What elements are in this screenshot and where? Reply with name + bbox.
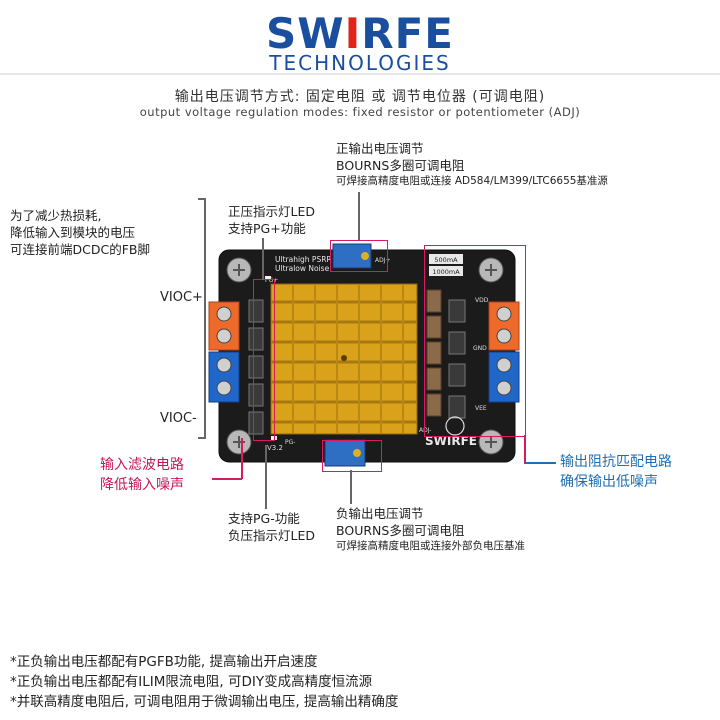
label-1000ma: 1000mA — [432, 268, 460, 276]
reduce-heat-line3: 可连接前端DCDC的FB脚 — [10, 242, 150, 257]
vioc-bracket — [204, 198, 206, 438]
input-filter-box — [253, 279, 275, 441]
note-pgfb: *正负输出电压都配有PGFB功能, 提高输出开启速度 — [10, 654, 318, 670]
brand-logo: SWIRFE — [0, 12, 720, 56]
input-filter-title: 输入滤波电路 — [100, 457, 184, 473]
neg-potentiometer — [324, 439, 366, 467]
pos-adjust-callout: 正输出电压调节 BOURNS多圈可调电阻 可焊接高精度电阻或连接 AD584/L… — [336, 140, 608, 189]
pg-minus-title: 支持PG-功能 — [228, 511, 300, 526]
pg-minus-leader — [265, 445, 267, 509]
neg-adjust-title: 负输出电压调节 — [336, 506, 424, 521]
input-filter-callout: 输入滤波电路 降低输入噪声 — [100, 455, 184, 495]
pg-plus-callout: 正压指示灯LED 支持PG+功能 — [228, 203, 315, 237]
pg-minus-callout: 支持PG-功能 负压指示灯LED — [228, 510, 315, 544]
label-500ma: 500mA — [434, 256, 458, 264]
pcb-board-image: 500mA 1000mA Ultrahigh PSRR Ultralow Noi… — [208, 243, 520, 467]
page-title-cn: 输出电压调节方式: 固定电阻 或 调节电位器 (可调电阻) — [174, 89, 546, 105]
silk-noise: Ultralow Noise — [275, 264, 330, 273]
silk-adj-plus: ADJ+ — [375, 257, 391, 264]
pos-adjust-title: 正输出电压调节 — [336, 141, 424, 156]
reduce-heat-line2: 降低输入到模块的电压 — [10, 225, 136, 240]
neg-pot-box — [322, 440, 382, 472]
output-match-leader — [524, 462, 556, 464]
pos-adjust-note: 可焊接高精度电阻或连接 AD584/LM399/LTC6655基准源 — [336, 175, 608, 187]
pos-adjust-leader — [358, 192, 360, 240]
output-match-box — [424, 245, 526, 437]
input-filter-leader-v — [241, 438, 243, 479]
silk-pg-minus: PG- — [285, 439, 295, 446]
pg-plus-leader — [262, 238, 264, 280]
neg-adjust-part: BOURNS多圈可调电阻 — [336, 523, 465, 538]
neg-adjust-note: 可焊接高精度电阻或连接外部负电压基准 — [336, 540, 525, 552]
brand-subtitle: TECHNOLOGIES — [269, 51, 451, 75]
pos-adjust-part: BOURNS多圈可调电阻 — [336, 158, 465, 173]
vioc-minus-label: VIOC- — [160, 411, 197, 426]
reduce-heat-callout: 为了减少热损耗, 降低输入到模块的电压 可连接前端DCDC的FB脚 — [10, 207, 150, 258]
header-divider — [0, 73, 720, 75]
output-match-title: 输出阻抗匹配电路 — [560, 454, 672, 470]
pg-minus-desc: 负压指示灯LED — [228, 528, 315, 543]
led-pg-plus — [265, 276, 271, 280]
brand-name-i: I — [344, 9, 362, 58]
neg-adjust-callout: 负输出电压调节 BOURNS多圈可调电阻 可焊接高精度电阻或连接外部负电压基准 — [336, 505, 525, 554]
output-match-desc: 确保输出低噪声 — [560, 474, 658, 490]
pos-pot-box — [330, 240, 388, 272]
input-filter-desc: 降低输入噪声 — [100, 477, 184, 493]
pg-plus-desc: 支持PG+功能 — [228, 221, 306, 236]
reduce-heat-line1: 为了减少热损耗, — [10, 208, 102, 223]
output-match-callout: 输出阻抗匹配电路 确保输出低噪声 — [560, 452, 672, 492]
brand-name-part2: RFE — [361, 9, 454, 58]
vioc-plus-label: VIOC+ — [160, 290, 203, 305]
silk-brand: SWIRFE — [425, 434, 477, 448]
page-title-en: output voltage regulation modes: fixed r… — [139, 105, 581, 119]
feature-notes: *正负输出电压都配有PGFB功能, 提高输出开启速度 *正负输出电压都配有ILI… — [10, 652, 398, 712]
silk-gnd: GND — [473, 345, 487, 352]
input-filter-leader-h — [212, 478, 242, 480]
pg-plus-title: 正压指示灯LED — [228, 204, 315, 219]
note-ilim: *正负输出电压都配有ILIM限流电阻, 可DIY变成高精度恒流源 — [10, 674, 373, 690]
brand-name-part1: SW — [266, 9, 345, 58]
silk-psrr: Ultrahigh PSRR — [275, 255, 332, 264]
silk-version: V3.2 — [267, 444, 283, 452]
neg-adjust-leader — [350, 470, 352, 504]
silk-vdd: VDD — [475, 297, 489, 304]
silk-adj-minus: ADJ- — [419, 427, 431, 434]
silk-vee: VEE — [475, 405, 487, 412]
silk-pg-plus: PG+ — [265, 277, 278, 284]
note-precision: *并联高精度电阻后, 可调电阻用于微调输出电压, 提高输出精确度 — [10, 694, 399, 710]
